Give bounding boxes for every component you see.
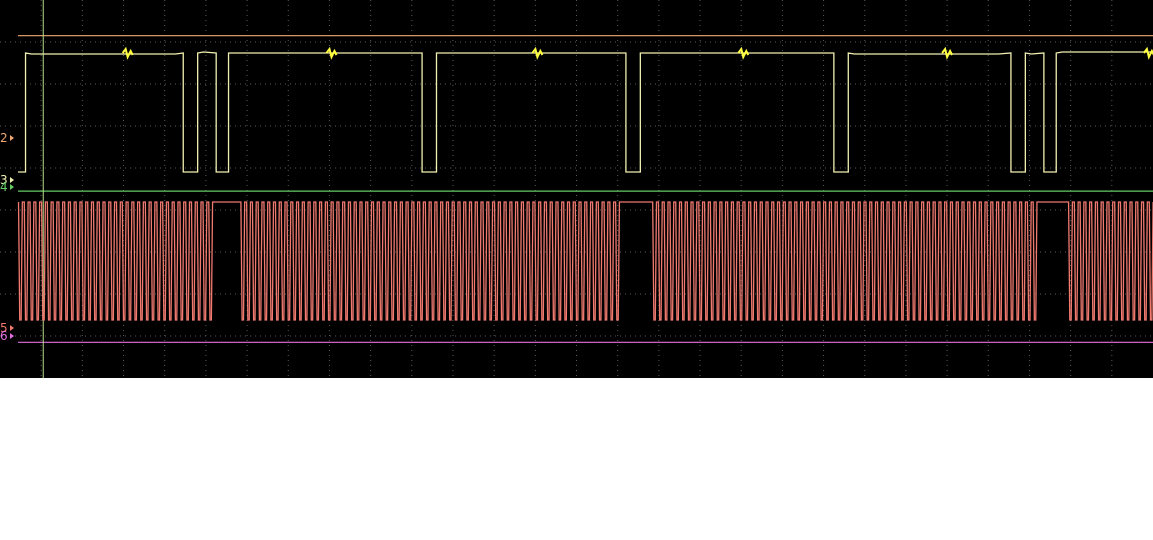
- channel-arrow-6: [10, 333, 14, 339]
- yellow-glitch: [325, 46, 338, 60]
- channel-arrow-2: [10, 135, 14, 141]
- channel-arrow-4: [10, 184, 14, 190]
- yellow-trace-line: [18, 51, 1153, 173]
- yellow-trace: [18, 46, 1153, 173]
- yellow-glitch: [737, 46, 750, 60]
- salmon-trace-line: [17, 201, 1153, 321]
- plot-background: [0, 0, 1153, 378]
- yellow-glitch: [121, 46, 134, 60]
- channel-marker-3: 3: [0, 173, 8, 187]
- channel-markers: 2 34 56: [0, 131, 14, 343]
- channel-marker-6: 6: [0, 329, 8, 343]
- channel-arrow-3: [10, 177, 14, 183]
- channel-marker-2: 2: [0, 131, 8, 145]
- blank-area: [0, 378, 1153, 540]
- yellow-glitch: [531, 46, 544, 60]
- channel-arrow-5: [10, 325, 14, 331]
- waveform-plot: 2 34 56: [0, 0, 1153, 378]
- channel-marker-5: 5: [0, 321, 8, 335]
- yellow-glitch: [941, 46, 954, 60]
- flat-traces: [18, 35, 1153, 343]
- channel-marker-4: 4: [0, 180, 8, 194]
- salmon-trace: [17, 201, 1153, 321]
